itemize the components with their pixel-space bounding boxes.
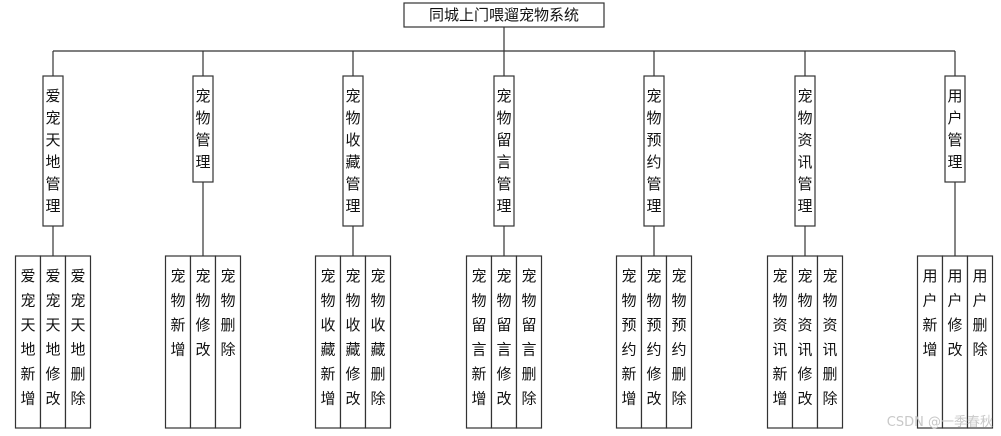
function-label: 宠物留言新增 [471,267,486,408]
function-box [766,255,794,429]
function-label: 爱宠天地删除 [70,267,85,408]
function-box [164,255,192,429]
function-label: 爱宠天地新增 [20,267,35,408]
function-box [640,255,668,429]
function-label: 用户修改 [947,267,962,359]
root-box [403,2,605,28]
module-box [794,75,816,227]
function-label: 宠物预约删除 [671,267,686,408]
function-label: 宠物预约修改 [646,267,661,408]
module-label: 宠物管理 [195,87,210,171]
module-label: 宠物收藏管理 [345,87,360,215]
function-box [14,255,42,429]
module-box [944,75,966,183]
function-label: 宠物预约新增 [621,267,636,408]
root-node: 同城上门喂遛宠物系统 [403,2,605,28]
function-box [214,255,242,429]
function-box [966,255,994,429]
function-box [364,255,392,429]
function-box [791,255,819,429]
function-label: 宠物资讯修改 [797,267,812,408]
function-box [941,255,969,429]
function-box [465,255,493,429]
module-label: 宠物预约管理 [646,87,661,215]
function-box [665,255,693,429]
module-label: 爱宠天地管理 [45,87,60,215]
function-box [615,255,643,429]
function-label: 用户删除 [972,267,987,359]
module-box [192,75,214,183]
function-label: 宠物资讯删除 [822,267,837,408]
function-label: 宠物删除 [220,267,235,359]
function-label: 宠物修改 [195,267,210,359]
function-label: 宠物收藏修改 [345,267,360,408]
module-label: 用户管理 [947,87,962,171]
function-box [515,255,543,429]
function-label: 宠物留言删除 [521,267,536,408]
function-label: 宠物资讯新增 [772,267,787,408]
module-box [643,75,665,227]
modules: 爱宠天地管理爱宠天地新增爱宠天地修改爱宠天地删除宠物管理宠物新增宠物修改宠物删除… [14,75,994,429]
function-box [314,255,342,429]
function-label: 用户新增 [922,267,937,359]
function-box [39,255,67,429]
function-label: 宠物留言修改 [496,267,511,408]
connectors [52,27,956,256]
function-box [339,255,367,429]
function-label: 宠物新增 [170,267,185,359]
function-box [816,255,844,429]
module-label: 宠物资讯管理 [797,87,812,215]
watermark: CSDN @一季春秋 [886,415,993,430]
function-label: 宠物收藏删除 [370,267,385,408]
root-title: 同城上门喂遛宠物系统 [429,6,579,24]
function-label: 宠物收藏新增 [320,267,335,408]
module-box [342,75,364,227]
module-box [42,75,64,227]
function-label: 爱宠天地修改 [45,267,60,408]
module-box [493,75,515,227]
function-box [64,255,92,429]
module-label: 宠物留言管理 [496,87,511,215]
